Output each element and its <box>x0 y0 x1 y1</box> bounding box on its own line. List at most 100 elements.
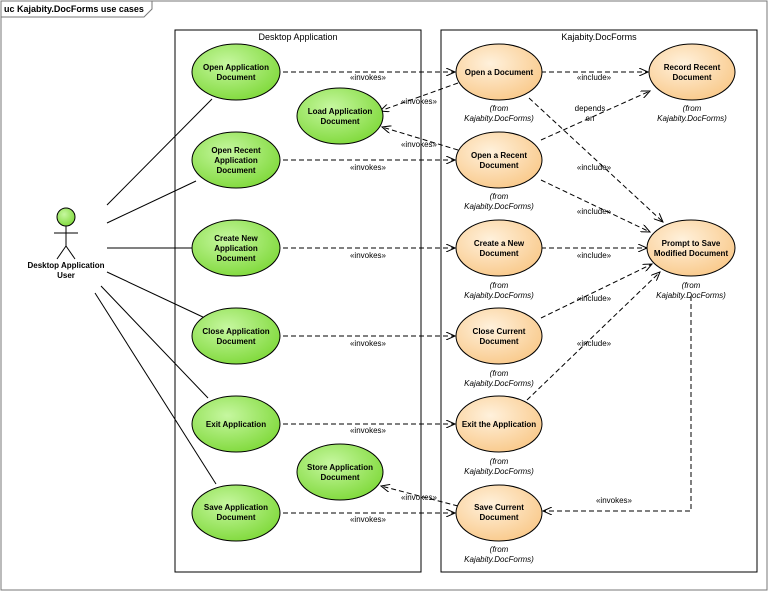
edge-open-a-doc-include-prompt <box>528 97 663 222</box>
association-close-app-doc <box>106 271 206 319</box>
use-case-label-line2: Document <box>479 249 518 258</box>
use-case-label-line1: Open Recent <box>211 146 261 155</box>
actor-left-leg <box>56 245 67 260</box>
use-case-label-line2: Modified Document <box>654 249 729 258</box>
use-case-label-line2: Document <box>479 513 518 522</box>
actor-associations <box>94 98 217 485</box>
label-invokes-3: «invokes» <box>401 140 438 149</box>
desktop-application-user-actor[interactable]: Desktop Application User <box>27 207 105 280</box>
actor-label-line1: Desktop Application <box>27 261 104 270</box>
from-label-line1: (from <box>490 281 509 290</box>
from-label-line1: (from <box>490 457 509 466</box>
docforms-boundary-title: Kajabity.DocForms <box>561 32 637 42</box>
use-case-store-application-document[interactable]: Store Application Document <box>296 443 384 501</box>
use-case-close-application-document[interactable]: Close Application Document <box>191 307 281 365</box>
use-case-label-line2: Document <box>320 117 359 126</box>
label-invokes-7: «invokes» <box>350 426 387 435</box>
use-case-label-line1: Prompt to Save <box>662 239 721 248</box>
use-case-label-line1: Store Application <box>307 463 373 472</box>
use-case-label-line2: Document <box>479 161 518 170</box>
edge-save-current-invokes-store <box>381 486 459 507</box>
label-include-3: «include» <box>577 207 612 216</box>
from-label-line1: (from <box>490 369 509 378</box>
use-case-label-line1: Close Application <box>202 327 269 336</box>
actor-label-line2: User <box>57 271 75 280</box>
use-case-label-line1: Create a New <box>474 239 525 248</box>
docforms-boundary <box>440 29 758 573</box>
from-label-line2: Kajabity.DocForms) <box>464 202 534 211</box>
from-label-line1: (from <box>490 545 509 554</box>
edge-labels: «invokes» «invokes» «invokes» «invokes» … <box>350 73 633 524</box>
desktop-application-boundary <box>174 29 422 573</box>
from-label-line2: Kajabity.DocForms) <box>657 114 727 123</box>
use-case-exit-application[interactable]: Exit Application <box>191 395 281 453</box>
use-case-create-a-new-document[interactable]: Create a New Document (from Kajabity.Doc… <box>455 219 543 300</box>
label-invokes-5: «invokes» <box>350 251 387 260</box>
label-include-6: «include» <box>577 339 612 348</box>
use-case-open-application-document[interactable]: Open Application Document <box>191 43 281 101</box>
use-case-close-current-document[interactable]: Close Current Document (from Kajabity.Do… <box>455 307 543 388</box>
use-case-save-current-document[interactable]: Save Current Document (from Kajabity.Doc… <box>455 484 543 564</box>
desktop-application-boundary-title: Desktop Application <box>258 32 337 42</box>
association-exit-app <box>100 285 209 399</box>
edge-open-a-recent-doc-invokes-load <box>382 127 459 151</box>
from-label-line2: Kajabity.DocForms) <box>464 291 534 300</box>
use-case-label-line2: Document <box>479 337 518 346</box>
use-case-label-line1: Close Current <box>473 327 526 336</box>
use-case-label-line1: Save Application <box>204 503 268 512</box>
use-case-create-new-application-document[interactable]: Create New Application Document <box>191 219 281 277</box>
edge-open-a-recent-include-prompt <box>540 179 650 232</box>
association-open-app-doc <box>106 98 213 206</box>
actor-right-leg <box>65 245 76 260</box>
use-case-label-line1: Save Current <box>474 503 524 512</box>
label-include-4: «include» <box>577 251 612 260</box>
use-case-label-line1: Open a Document <box>465 68 534 77</box>
use-case-label-line2: Document <box>216 73 255 82</box>
label-include-2: «include» <box>577 163 612 172</box>
from-label-line2: Kajabity.DocForms) <box>464 379 534 388</box>
use-case-label-line1: Open a Recent <box>471 151 527 160</box>
use-case-label-line1: Exit Application <box>206 420 266 429</box>
use-case-label-line1: Record Recent <box>664 63 721 72</box>
from-label-line2: Kajabity.DocForms) <box>464 467 534 476</box>
use-case-label-line2: Document <box>320 473 359 482</box>
diagram-title: uc Kajabity.DocForms use cases <box>4 4 144 14</box>
label-invokes-6: «invokes» <box>350 339 387 348</box>
edge-prompt-invokes-save-current <box>543 296 692 511</box>
actor-head <box>56 207 76 227</box>
edge-exit-the-app-include-prompt <box>526 272 660 401</box>
from-label-line2: Kajabity.DocForms) <box>656 291 726 300</box>
use-case-label-line2: Document <box>672 73 711 82</box>
use-case-open-a-recent-document[interactable]: Open a Recent Document (from Kajabity.Do… <box>455 131 543 211</box>
from-label-line1: (from <box>683 104 702 113</box>
from-label-line1: (from <box>682 281 701 290</box>
label-invokes-10: «invokes» <box>596 496 633 505</box>
use-case-save-application-document[interactable]: Save Application Document <box>191 484 281 542</box>
use-case-label-line1: Load Application <box>308 107 373 116</box>
label-invokes-8: «invokes» <box>401 493 438 502</box>
label-invokes-2: «invokes» <box>401 97 438 106</box>
from-label-line1: (from <box>490 192 509 201</box>
label-include-1: «include» <box>577 73 612 82</box>
use-case-open-a-document[interactable]: Open a Document (from Kajabity.DocForms) <box>455 43 543 123</box>
from-label-line2: Kajabity.DocForms) <box>464 114 534 123</box>
label-invokes-4: «invokes» <box>350 163 387 172</box>
dependency-edges <box>283 72 692 513</box>
use-case-prompt-to-save-modified-document[interactable]: Prompt to Save Modified Document (from K… <box>646 219 736 300</box>
use-case-label-line1: Open Application <box>203 63 269 72</box>
from-label-line1: (from <box>490 104 509 113</box>
use-case-label-line3: Document <box>216 254 255 263</box>
label-invokes-9: «invokes» <box>350 515 387 524</box>
use-case-label-line1: Create New <box>214 234 258 243</box>
use-case-label-line2: Document <box>216 337 255 346</box>
use-case-open-recent-application-document[interactable]: Open Recent Application Document <box>191 131 281 189</box>
use-case-label-line3: Document <box>216 166 255 175</box>
use-case-load-application-document[interactable]: Load Application Document <box>296 87 384 145</box>
use-case-record-recent-document[interactable]: Record Recent Document (from Kajabity.Do… <box>648 43 736 123</box>
use-case-exit-the-application[interactable]: Exit the Application (from Kajabity.DocF… <box>455 395 543 476</box>
edge-close-current-include-prompt <box>540 264 652 319</box>
edge-open-a-doc-invokes-load <box>380 82 459 111</box>
